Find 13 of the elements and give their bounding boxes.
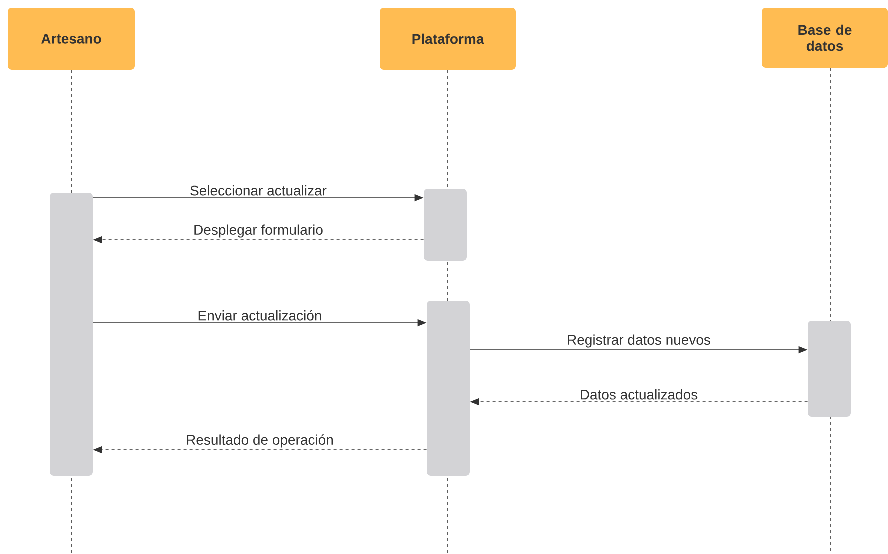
edge-label: Desplegar formulario xyxy=(192,224,324,239)
edge-label: Seleccionar actualizar xyxy=(189,184,328,197)
participant-box: Artesano xyxy=(8,8,135,70)
activation-bar xyxy=(427,301,470,476)
activation-bar xyxy=(50,193,93,476)
participant-box: Plataforma xyxy=(380,8,516,70)
edge-label: Resultado de operación xyxy=(185,434,335,449)
activation-bar xyxy=(424,189,467,261)
activation-bar xyxy=(808,321,852,417)
edge-label: Datos actualizados xyxy=(578,388,700,401)
edge-label: Registrar datos nuevos xyxy=(566,334,712,349)
participant-box: Base de datos xyxy=(762,8,888,68)
edge-label: Enviar actualización xyxy=(196,309,324,322)
